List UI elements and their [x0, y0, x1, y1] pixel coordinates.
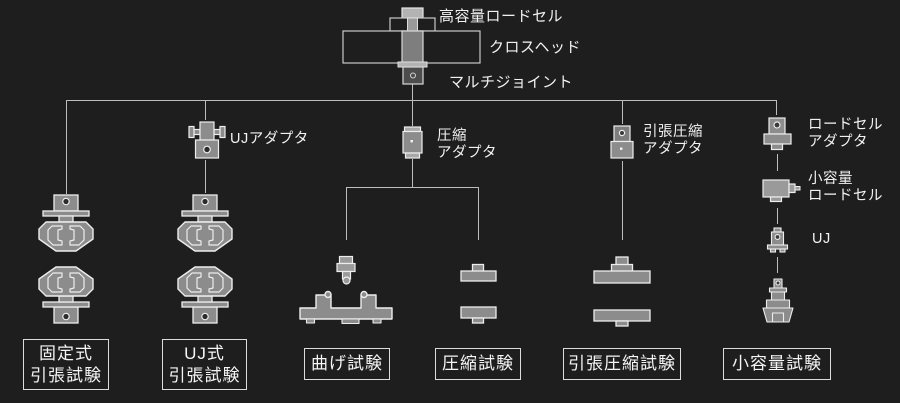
- test-box-fixed-tension: 固定式 引張試験: [23, 339, 109, 390]
- label-load-cell-adapter: ロードセル アダプタ: [808, 117, 883, 150]
- load-cell-crosshead-multijoint-icon: [342, 7, 481, 85]
- compression-platen-lower-icon: [460, 306, 497, 324]
- label-high-capacity-load-cell: 高容量ロードセル: [439, 8, 564, 25]
- small-grip-icon: [762, 278, 794, 323]
- tension-compression-adapter-icon: [610, 125, 634, 159]
- label-compression-adapter: 圧縮 アダプタ: [437, 128, 497, 161]
- wedge-grip-lower-icon: [177, 266, 233, 324]
- test-box-uj-tension: UJ式 引張試験: [162, 339, 247, 390]
- tension-compression-platen-upper-icon: [593, 256, 651, 284]
- small-load-cell-icon: [762, 179, 801, 203]
- bend-fixture-icon: [299, 290, 393, 325]
- test-box-tension-compression: 引張圧縮試験: [563, 348, 681, 380]
- compression-adapter-icon: [402, 126, 423, 159]
- connector-lines: [66, 84, 778, 273]
- test-box-bending: 曲げ試験: [304, 348, 390, 380]
- label-crosshead: クロスヘッド: [489, 39, 581, 56]
- test-box-small-capacity: 小容量試験: [723, 348, 831, 380]
- wedge-grip-upper-icon: [177, 194, 233, 252]
- label-small-capacity-load-cell: 小容量 ロードセル: [808, 171, 883, 204]
- label-uj: UJ: [812, 231, 831, 247]
- label-uj-adapter: UJアダプタ: [230, 131, 309, 147]
- label-tension-compression-adapter: 引張圧縮 アダプタ: [643, 124, 703, 157]
- load-cell-adapter-icon: [763, 117, 792, 151]
- test-box-compression: 圧縮試験: [435, 348, 521, 380]
- wedge-grip-lower-icon: [38, 266, 94, 324]
- wedge-grip-upper-icon: [38, 194, 94, 252]
- uj-small-icon: [766, 227, 789, 253]
- label-multi-joint: マルチジョイント: [449, 74, 574, 91]
- uj-adapter-icon: [188, 121, 226, 159]
- bend-punch-icon: [336, 255, 356, 285]
- compression-platen-upper-icon: [460, 263, 497, 282]
- tension-compression-platen-lower-icon: [593, 309, 651, 327]
